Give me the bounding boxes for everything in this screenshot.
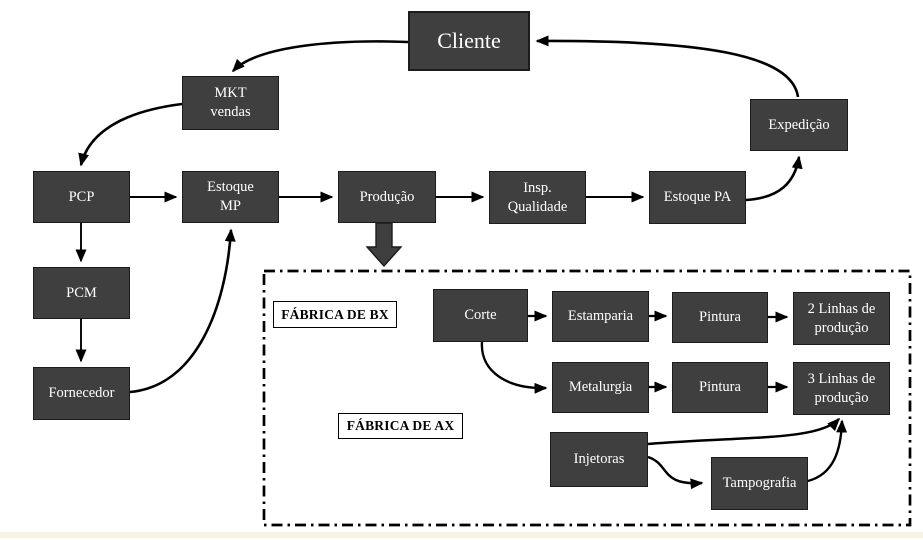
node-pcm: PCM [33,267,130,319]
arrow-fornecedor-to-estoquemp [129,228,236,394]
node-injetoras-label: Injetoras [573,451,625,468]
node-corte: Corte [433,289,528,342]
node-pintura-bx-label: Pintura [699,309,741,326]
node-pintura-ax-label: Pintura [699,379,741,396]
node-2-linhas-producao-label: 2 Linhas de produção [807,300,876,336]
node-expedicao-label: Expedição [768,116,830,133]
section-label-fabrica-bx: FÁBRICA DE BX [273,301,397,328]
node-cliente: Cliente [408,11,530,71]
node-mkt-vendas-label: MKT vendas [210,85,251,120]
node-metalurgia-label: Metalurgia [568,379,633,396]
arrow-mkt-to-pcp [78,102,183,167]
arrow-corte-to-metalurgia [480,341,548,394]
node-insp-qualidade-label: Insp. Qualidade [507,179,568,215]
node-insp-qualidade: Insp. Qualidade [489,171,586,224]
node-estoque-mp: Estoque MP [182,171,279,223]
node-3-linhas-producao-label: 3 Linhas de produção [807,370,876,406]
node-producao-label: Produção [359,188,415,205]
bottom-strip [0,532,923,538]
arrow-expedicao-to-cliente [535,35,800,98]
node-pcm-label: PCM [66,284,97,301]
node-3-linhas-producao: 3 Linhas de produção [793,362,890,415]
arrow-estoquepa-to-expedicao [745,155,803,202]
arrow-cliente-to-mkt [231,40,409,73]
node-2-linhas-producao: 2 Linhas de produção [793,292,890,345]
node-cliente-label: Cliente [437,27,501,53]
node-fornecedor-label: Fornecedor [48,385,115,402]
node-injetoras: Injetoras [550,432,648,487]
section-label-fabrica-ax: FÁBRICA DE AX [338,413,463,439]
node-estoque-pa-label: Estoque PA [663,189,732,206]
factory-boundary [262,269,912,527]
block-arrow-producao-to-factory [365,222,403,268]
node-estamparia: Estamparia [552,291,649,342]
node-expedicao: Expedição [750,99,848,151]
node-pintura-ax: Pintura [672,362,768,413]
node-metalurgia: Metalurgia [552,362,649,413]
node-producao: Produção [338,171,436,223]
node-pcp: PCP [33,171,130,223]
node-tampografia-label: Tampografia [722,475,797,492]
section-label-fabrica-bx-text: FÁBRICA DE BX [281,306,389,322]
node-mkt-vendas: MKT vendas [182,76,279,130]
node-estoque-mp-label: Estoque MP [207,179,254,214]
node-tampografia: Tampografia [711,457,808,510]
arrow-injetoras-to-tampografia [647,455,704,490]
node-corte-label: Corte [464,307,497,324]
arrow-injetoras-to-3linhas [647,417,841,446]
node-estamparia-label: Estamparia [567,308,634,325]
arrow-tampografia-to-3linhas [807,419,848,483]
section-label-fabrica-ax-text: FÁBRICA DE AX [346,418,455,433]
node-pintura-bx: Pintura [672,292,768,343]
node-fornecedor: Fornecedor [33,367,130,420]
node-estoque-pa: Estoque PA [649,171,746,224]
node-pcp-label: PCP [68,188,95,205]
